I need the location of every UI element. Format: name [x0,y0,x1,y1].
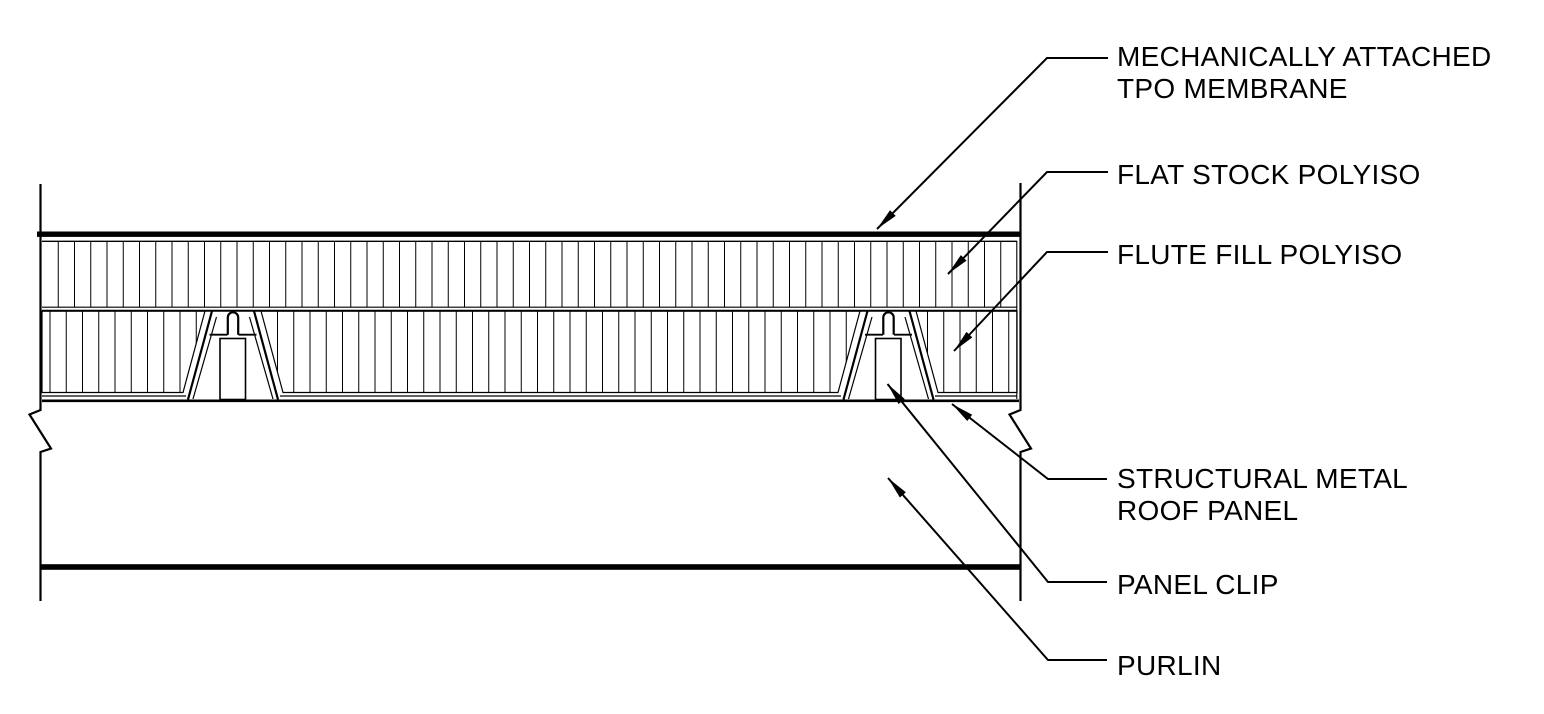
label-flute-fill: FLUTE FILL POLYISO [1117,239,1402,271]
flute-fill-blocks [41,310,1018,394]
leader-roof-panel [951,403,1107,480]
roof-panel-ribs [186,310,935,401]
label-flat-stock-line1: FLAT STOCK POLYISO [1117,159,1421,190]
label-purlin: PURLIN [1117,650,1222,682]
leader-flute-fill [953,251,1108,352]
rib-outer-slope-left [842,310,869,400]
label-flute-fill-line1: FLUTE FILL POLYISO [1117,239,1403,270]
tpo-membrane-bar [37,231,1021,237]
rib-outer-slope-right [908,310,935,400]
rib-inner-slope-left [847,316,873,400]
leader-flat-stock [947,171,1108,275]
label-tpo-membrane-line1: MECHANICALLY ATTACHED [1117,41,1492,72]
label-purlin-line1: PURLIN [1117,650,1222,681]
left-break-line [27,184,53,601]
rib-inner-slope-right [904,316,930,400]
label-tpo-membrane-line2: TPO MEMBRANE [1117,73,1348,104]
flute-fill-block-outline [915,310,1018,394]
label-roof-panel-line2: ROOF PANEL [1117,495,1299,526]
panel-clip-rect [219,337,247,401]
standing-seam-loop [882,311,895,335]
standing-seam-loop [226,311,240,335]
rib-outer-slope-left [186,310,214,400]
label-tpo-membrane: MECHANICALLY ATTACHED TPO MEMBRANE [1117,41,1492,105]
leader-tpo-membrane [876,57,1108,230]
label-roof-panel-line1: STRUCTURAL METAL [1117,463,1409,494]
purlin-flange-bar [40,564,1021,570]
right-break-line [1007,183,1033,601]
panel-clip-rect [874,337,902,401]
label-roof-panel: STRUCTURAL METAL ROOF PANEL [1117,463,1408,527]
flat-stock-hatch [57,241,1002,307]
rib-inner-slope-left [192,316,218,400]
flute-fill-block-outline [260,310,861,394]
label-flat-stock: FLAT STOCK POLYISO [1117,159,1421,191]
roof-panel-rib [186,310,280,401]
rib-inner-slope-right [248,316,274,400]
leader-purlin [887,477,1107,661]
label-panel-clip-line1: PANEL CLIP [1117,569,1279,600]
rib-outer-slope-right [252,310,280,400]
flute-fill-block-outline [41,310,206,394]
leader-panel-clip [886,383,1107,583]
label-panel-clip: PANEL CLIP [1117,569,1279,601]
